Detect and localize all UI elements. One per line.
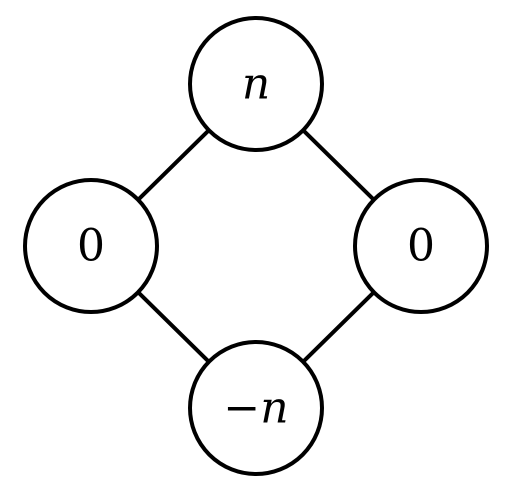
node-left-circle xyxy=(23,178,159,314)
nodes-group: n 0 0 −n xyxy=(23,16,489,476)
node-left-label: 0 xyxy=(77,221,105,272)
edge-top-right xyxy=(301,128,376,202)
edges-group xyxy=(136,128,376,364)
edge-top-left xyxy=(136,128,211,202)
node-bottom-circle xyxy=(188,340,324,476)
node-right: 0 xyxy=(353,178,489,314)
node-top-circle xyxy=(188,16,324,152)
node-left: 0 xyxy=(23,178,159,314)
node-top-label: n xyxy=(242,59,270,110)
edge-left-bottom xyxy=(136,290,211,364)
node-top: n xyxy=(188,16,324,152)
node-bottom-label: −n xyxy=(223,383,288,434)
node-right-label: 0 xyxy=(407,221,435,272)
edge-right-bottom xyxy=(301,290,376,364)
node-bottom: −n xyxy=(188,340,324,476)
node-right-circle xyxy=(353,178,489,314)
